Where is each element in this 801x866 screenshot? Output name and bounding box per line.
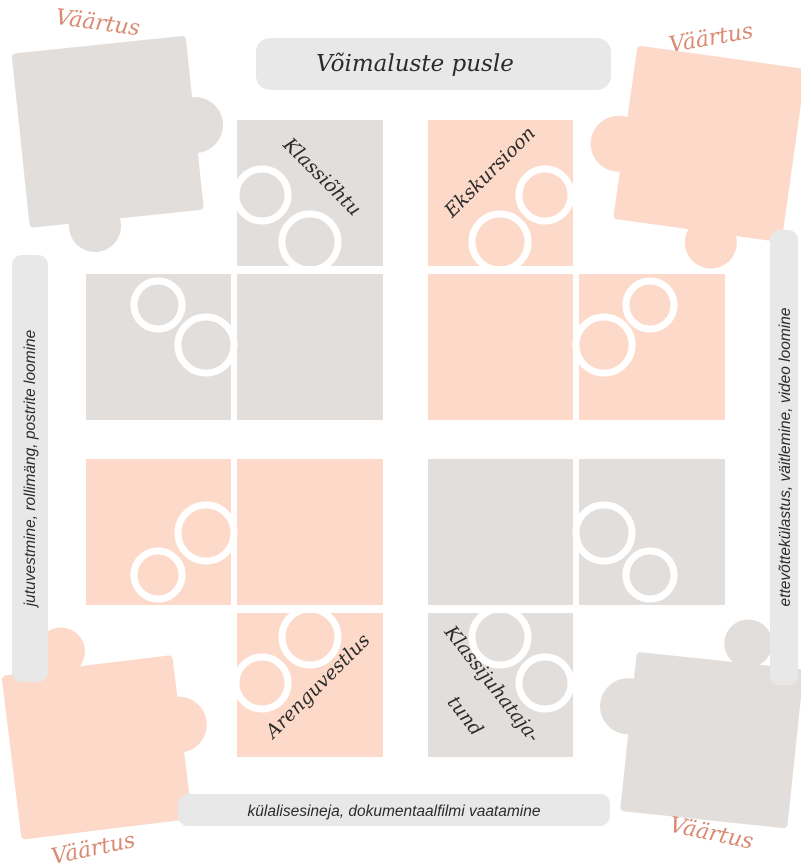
tr-piece-left	[428, 274, 573, 420]
corner-piece-bottom-right	[589, 605, 801, 829]
right-side-label: ettevõttekülastus, väitlemine, video loo…	[777, 307, 794, 606]
bl-piece-right	[237, 459, 383, 605]
page-title: Võimaluste pusle	[316, 51, 514, 77]
corner-label-top-left: Väärtus	[54, 5, 142, 42]
corner-piece-top-left	[12, 33, 235, 259]
left-side-label: jutuvestmine, rollimäng, postrite loomin…	[22, 329, 39, 608]
corner-label-top-right: Väärtus	[667, 19, 755, 58]
bottom-side-label: külalisesineja, dokumentaalfilmi vaatami…	[248, 803, 541, 820]
tl-piece-right	[237, 274, 383, 420]
br-piece-left	[428, 459, 573, 605]
